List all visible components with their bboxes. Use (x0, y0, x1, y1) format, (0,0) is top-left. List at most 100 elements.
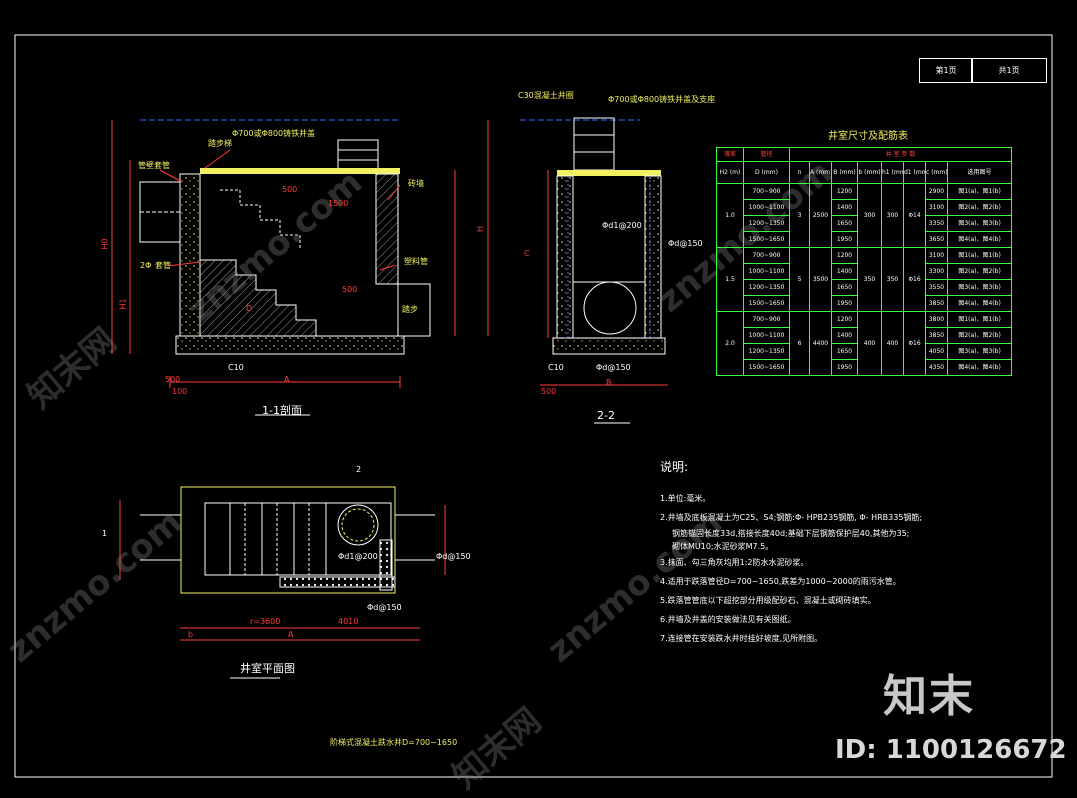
table-cell: 350 (881, 247, 904, 312)
sheet-total-box: 共1页 (971, 58, 1047, 83)
table-cell: 300 (881, 183, 904, 248)
table-header-cell: h1 (mm) (881, 161, 904, 184)
table-header-row: 落差管径井 室 参 数 (716, 147, 1013, 162)
label-plan-dim-b: b (188, 630, 194, 639)
label-hdpe: 塑料管 (404, 257, 428, 266)
table-cell: 300 (857, 183, 882, 248)
label-dim-b: 500 (165, 375, 181, 384)
table-cell: 图2(a)、图2(b) (946, 327, 1013, 344)
table-header-cell: n (789, 161, 810, 184)
table-header-cell: B (mm) (831, 161, 858, 184)
table-cell: 1950 (831, 295, 858, 312)
table-cell: 3100 (925, 199, 948, 216)
table-cell: 1200 (831, 183, 858, 200)
table-cell: 1200 (831, 247, 858, 264)
table-cell: 3350 (925, 215, 948, 232)
table-cell: 1200~1350 (743, 279, 790, 296)
watermark-id: ID: 1100126672 (835, 735, 1067, 765)
note-item: 7.连接管在安装跌水井时挂好坡度,见所附图。 (660, 634, 823, 643)
table-cell: 图2(a)、图2(b) (946, 199, 1013, 216)
section-1-1-drawing (111, 119, 489, 416)
table-cell: Φ14 (903, 183, 926, 248)
table-cell: Φ16 (903, 247, 926, 312)
table-cell: 700~900 (743, 311, 790, 328)
table-cell: 1500~1650 (743, 295, 790, 312)
table-header-cell: 落差 (716, 147, 744, 162)
table-header-cell: A (mm) (809, 161, 832, 184)
label-vert-2: H1 (118, 298, 128, 310)
table-cell: 1200~1350 (743, 343, 790, 360)
label-d-mark: D (246, 304, 253, 313)
label-plan-dim-right: 4010 (338, 617, 359, 626)
section-1-1-title: 1-1剖面 (262, 404, 302, 417)
table-header-cell: b (mm) (857, 161, 882, 184)
table-cell: 4400 (809, 311, 832, 376)
label-2-2-dim-c: C (524, 249, 530, 258)
table-cell: 6 (789, 311, 810, 376)
label-2-2-top-note: C30混凝土井圈 (518, 91, 574, 100)
label-plan-mark-1: 1 (102, 529, 108, 538)
note-item: 5.跌落管管底以下超挖部分用级配砂石、混凝土或砌砖填实。 (660, 596, 876, 605)
table-cell: 1650 (831, 343, 858, 360)
table-cell: 图1(a)、图1(b) (946, 183, 1013, 200)
table-cell: 1650 (831, 215, 858, 232)
note-item: 3.抹面、勾三角灰均用1:2防水水泥砂浆。 (660, 558, 809, 567)
plan-title: 井室平面图 (240, 662, 295, 675)
note-item: 砌体MU10;水泥砂浆M7.5。 (672, 542, 774, 551)
table-cell: 350 (857, 247, 882, 312)
label-2-2-cover-note: Φ700或Φ800铸铁井盖及支座 (608, 95, 716, 104)
table-cell: 3550 (925, 279, 948, 296)
table-cell: 400 (857, 311, 882, 376)
table-cell: 700~900 (743, 247, 790, 264)
table-cell: 3500 (809, 247, 832, 312)
table-cell: 1400 (831, 263, 858, 280)
table-header-cell: d1 (mm) (903, 161, 926, 184)
note-item: 钢筋锚固长度33d,搭接长度40d;基础下层钢筋保护层40,其他为35; (672, 529, 910, 538)
table-cell: 3650 (925, 231, 948, 248)
table-cell: 2.0 (716, 311, 744, 376)
label-2-2-dim-b: B (606, 378, 612, 387)
table-cell: 图4(a)、图4(b) (946, 359, 1013, 376)
watermark-brand-logo: 知末 (883, 671, 975, 722)
table-header-cell: 井 室 参 数 (788, 147, 1013, 162)
note-item: 1.单位:毫米。 (660, 494, 711, 503)
table-header-cell: D (mm) (743, 161, 790, 184)
table-cell: 1000~1100 (743, 327, 790, 344)
label-ladder: 踏步梯 (208, 139, 232, 148)
sheet-frame (14, 34, 1053, 778)
label-plan-rebar-c: Φd@150 (367, 603, 402, 612)
table-cell: 图1(a)、图1(b) (946, 311, 1013, 328)
footer-title: 阶梯式混凝土跌水井D=700~1650 (330, 738, 458, 747)
table-header-cell: c (mm) (925, 161, 948, 184)
table-cell: 2900 (925, 183, 948, 200)
table-cell: 图3(a)、图3(b) (946, 279, 1013, 296)
table-cell: 3800 (925, 311, 948, 328)
label-dim-500b: 500 (342, 285, 358, 294)
table-cell: 400 (881, 311, 904, 376)
label-2-2-foot: C10 (548, 363, 564, 372)
table-cell: 1.0 (716, 183, 744, 248)
table-cell: 700~900 (743, 183, 790, 200)
table-cell: 3100 (925, 247, 948, 264)
table-cell: 4350 (925, 359, 948, 376)
table-cell: 1200~1350 (743, 215, 790, 232)
label-dim-a: A (284, 375, 290, 384)
table-cell: 3850 (925, 295, 948, 312)
label-plan-mark-2: 2 (356, 465, 362, 474)
table-cell: 1.5 (716, 247, 744, 312)
note-item: 2.井墙及底板混凝土为C25、S4;钢筋:Φ- HPB235钢筋, Φ- HRB… (660, 513, 923, 522)
table-cell: 1200 (831, 311, 858, 328)
label-foot-c10: C10 (228, 363, 244, 372)
label-2-2-rebar-a: Φd1@200 (602, 221, 642, 230)
label-dim-c: 100 (172, 387, 188, 396)
label-pipe-note: 套管 (155, 261, 171, 270)
